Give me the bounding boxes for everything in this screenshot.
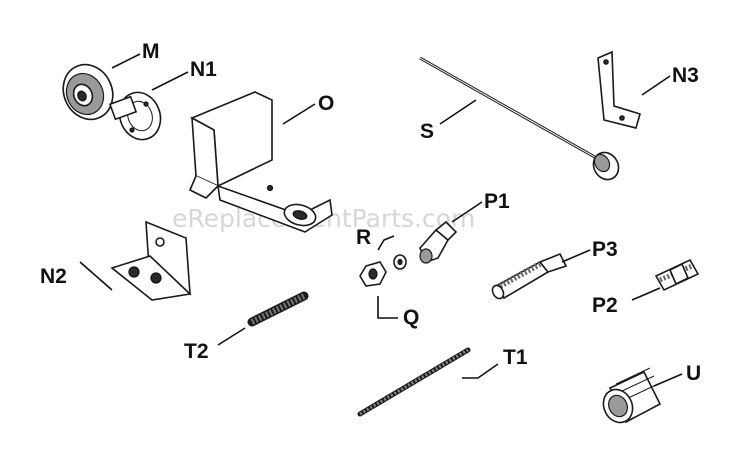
part-r-fittings[interactable] xyxy=(393,254,407,270)
leader-u xyxy=(653,373,683,387)
label-p1: P1 xyxy=(484,190,510,213)
part-q-nut[interactable] xyxy=(359,261,387,287)
leader-t2 xyxy=(217,327,246,346)
part-n1-flange[interactable] xyxy=(108,87,167,146)
part-n2-mounting-bracket[interactable] xyxy=(110,220,192,301)
label-u: U xyxy=(686,362,701,385)
leader-n1 xyxy=(151,71,189,91)
part-t1-rod[interactable] xyxy=(357,347,471,417)
part-u-bushing[interactable] xyxy=(598,367,662,427)
part-o-bracket[interactable] xyxy=(188,91,333,233)
part-p3-fitting[interactable] xyxy=(490,252,568,301)
leader-n3 xyxy=(641,75,671,96)
label-p3: P3 xyxy=(592,238,618,261)
part-s-rod[interactable] xyxy=(419,56,623,184)
leader-n2 xyxy=(79,261,113,291)
label-p2: P2 xyxy=(592,294,618,317)
leader-p1 xyxy=(451,201,483,223)
label-s: S xyxy=(420,120,434,143)
label-m: M xyxy=(142,40,160,63)
part-n3-angle-bracket[interactable] xyxy=(597,50,641,129)
label-t2: T2 xyxy=(184,340,209,363)
leader-s xyxy=(439,99,477,125)
label-q: Q xyxy=(403,306,419,329)
part-p1-elbow[interactable] xyxy=(419,220,458,264)
label-n3: N3 xyxy=(672,64,699,87)
label-o: O xyxy=(318,92,334,115)
part-p2-union[interactable] xyxy=(654,258,700,292)
leader-q xyxy=(377,296,398,319)
label-t1: T1 xyxy=(503,346,528,369)
label-n1: N1 xyxy=(190,58,217,81)
leader-m xyxy=(111,53,141,69)
label-n2: N2 xyxy=(40,265,67,288)
part-t2-stud[interactable] xyxy=(247,291,309,327)
leader-p3 xyxy=(561,249,591,263)
part-m-bearing[interactable] xyxy=(54,56,121,127)
leader-p2 xyxy=(631,287,661,301)
leader-o xyxy=(282,103,316,125)
leader-t1 xyxy=(462,363,499,379)
label-r: R xyxy=(356,226,371,249)
leader-r xyxy=(377,235,395,251)
